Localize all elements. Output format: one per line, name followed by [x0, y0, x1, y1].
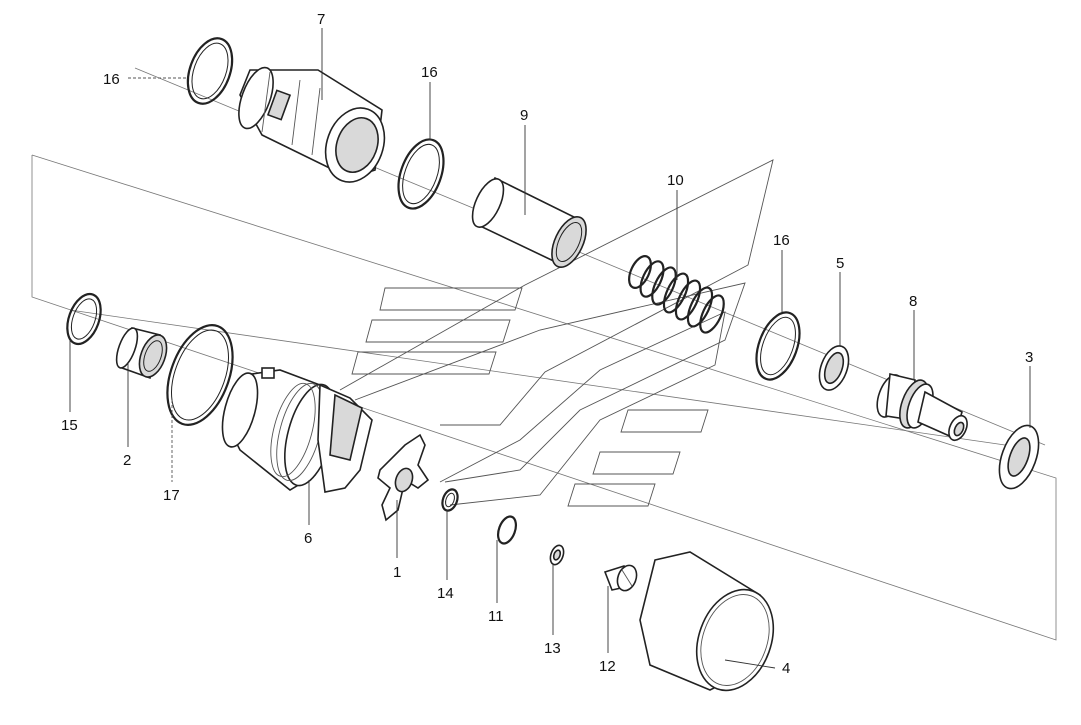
label-part-4: 4: [782, 660, 790, 677]
part-2-bushing: [115, 327, 168, 380]
part-10-spring: [628, 255, 725, 334]
part-16-oring-right: [755, 311, 801, 381]
part-5-washer: [818, 345, 850, 391]
part-13-small-washer: [549, 544, 565, 566]
label-part-12: 12: [599, 658, 616, 675]
part-14-small-ring: [441, 488, 459, 512]
label-part-15: 15: [61, 417, 78, 434]
part-11-retaining-ring: [496, 515, 518, 545]
label-part-16-right: 16: [773, 232, 790, 249]
part-6-main-body: [221, 367, 373, 493]
label-part-13: 13: [544, 640, 561, 657]
label-part-5: 5: [836, 255, 844, 272]
label-part-3: 3: [1025, 349, 1033, 366]
part-16-oring-middle: [397, 138, 445, 210]
part-3-end-washer: [998, 424, 1040, 490]
label-part-9: 9: [520, 107, 528, 124]
part-8-valve-stem: [876, 373, 968, 442]
part-12-screw: [603, 564, 638, 592]
label-part-6: 6: [304, 530, 312, 547]
label-part-1: 1: [393, 564, 401, 581]
watermark-logo: [339, 159, 774, 507]
label-part-7: 7: [317, 11, 325, 28]
part-1-star-wheel: [377, 433, 430, 522]
label-part-10: 10: [667, 172, 684, 189]
part-15-ring: [66, 292, 102, 346]
part-7-housing: [238, 66, 386, 183]
label-part-8: 8: [909, 293, 917, 310]
part-9-sleeve: [471, 176, 587, 268]
label-part-11: 11: [488, 608, 504, 625]
label-part-16-middle: 16: [421, 64, 438, 81]
part-labels: 16 7 16 9 10 16 5 8 3 15 2 17 6 1 14 11 …: [61, 11, 1033, 677]
label-part-2: 2: [123, 452, 131, 469]
part-17-large-oring: [166, 324, 234, 426]
part-16-oring-left: [186, 37, 234, 105]
label-part-17: 17: [163, 487, 180, 504]
label-part-16-left: 16: [103, 71, 120, 88]
assembly-frame: [31, 67, 1057, 641]
part-4-cap: [639, 551, 775, 692]
leader-lines: [69, 28, 1031, 669]
label-part-14: 14: [437, 585, 454, 602]
